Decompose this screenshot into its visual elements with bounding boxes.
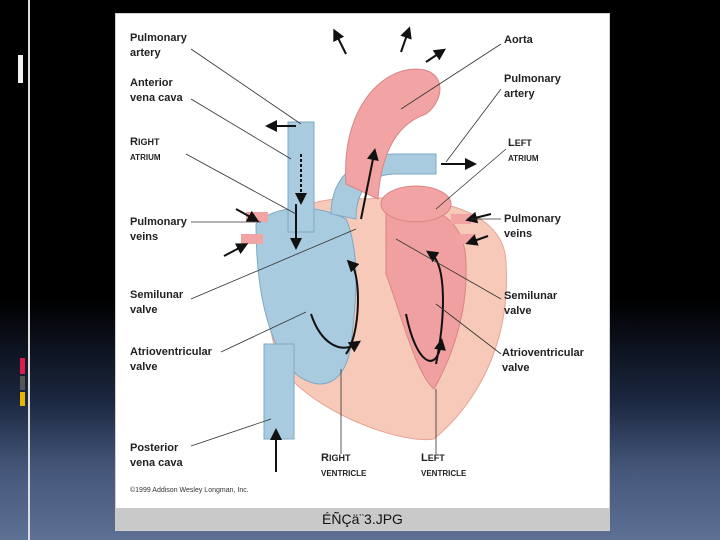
- left-atrium-initial: L: [508, 137, 515, 149]
- left-ventricle-sub: VENTRICLE: [421, 469, 467, 478]
- right-ventricle-sub: VENTRICLE: [321, 469, 367, 478]
- side-accent-bar-yellow: [20, 392, 25, 406]
- label-right-ventricle: RIGHT VENTRICLE: [321, 451, 366, 481]
- left-ventricle-initial: L: [421, 452, 428, 464]
- label-atrioventricular-valve-right: Atrioventricular valve: [502, 347, 584, 374]
- left-atrium-sub: ATRIUM: [508, 154, 539, 163]
- posterior-vena-cava: [263, 343, 295, 440]
- slide-left-edge-line: [28, 0, 30, 540]
- label-semilunar-valve-right: Semilunar valve: [504, 290, 558, 317]
- aorta-arch: [345, 68, 441, 200]
- side-accent-bar-gray: [20, 376, 25, 390]
- label-left-atrium: LEFT ATRIUM: [508, 136, 539, 166]
- label-left-ventricle: LEFT VENTRICLE: [421, 451, 466, 481]
- pulmonary-veins-right-stub: [451, 214, 471, 224]
- flow-arrow: [425, 48, 446, 63]
- right-atrium-rest: IGHT: [137, 137, 160, 147]
- side-accent-bar-red: [20, 358, 25, 374]
- label-pulmonary-veins-left: Pulmonary veins: [130, 216, 187, 243]
- label-right-atrium: RIGHT ATRIUM: [130, 135, 161, 165]
- pulmonary-veins-left-stub-2: [241, 234, 263, 244]
- label-pulmonary-veins-right: Pulmonary veins: [504, 213, 561, 240]
- label-pulmonary-artery-left: Pulmonary artery: [130, 32, 187, 59]
- right-atrium-initial: R: [130, 136, 138, 148]
- label-semilunar-valve-left: Semilunar valve: [130, 289, 184, 316]
- left-ventricle-rest: EFT: [427, 453, 445, 463]
- heart-diagram-image: Pulmonary artery Anterior vena cava RIGH…: [115, 13, 610, 531]
- flow-arrow: [465, 234, 489, 246]
- side-accent-bar-white: [18, 55, 23, 83]
- flow-arrow: [400, 26, 412, 53]
- label-aorta: Aorta: [504, 34, 533, 46]
- label-atrioventricular-valve-left: Atrioventricular valve: [130, 346, 212, 373]
- label-pulmonary-artery-right: Pulmonary artery: [504, 73, 561, 100]
- image-filename-caption: ÉÑÇä¨3.JPG: [115, 508, 610, 530]
- flow-arrow: [465, 211, 492, 224]
- heart-diagram-svg: [185, 26, 507, 472]
- right-ventricle-rest: IGHT: [328, 453, 351, 463]
- label-anterior-vena-cava: Anterior vena cava: [130, 77, 183, 104]
- left-atrium-rest: EFT: [514, 138, 532, 148]
- flow-arrow: [360, 148, 379, 220]
- pulmonary-veins-right-stub-2: [456, 234, 476, 244]
- flow-arrow: [235, 208, 260, 222]
- label-posterior-vena-cava: Posterior vena cava: [130, 442, 183, 469]
- flow-arrow: [223, 243, 249, 257]
- flow-arrow: [310, 313, 361, 353]
- right-atrium-sub: ATRIUM: [130, 153, 161, 162]
- flow-arrow: [345, 259, 360, 355]
- flow-arrow: [333, 28, 347, 55]
- copyright-credit: ©1999 Addison Wesley Longman, Inc.: [130, 487, 249, 494]
- right-ventricle-initial: R: [321, 452, 329, 464]
- left-atrium: [380, 185, 452, 223]
- flow-arrow: [426, 250, 444, 365]
